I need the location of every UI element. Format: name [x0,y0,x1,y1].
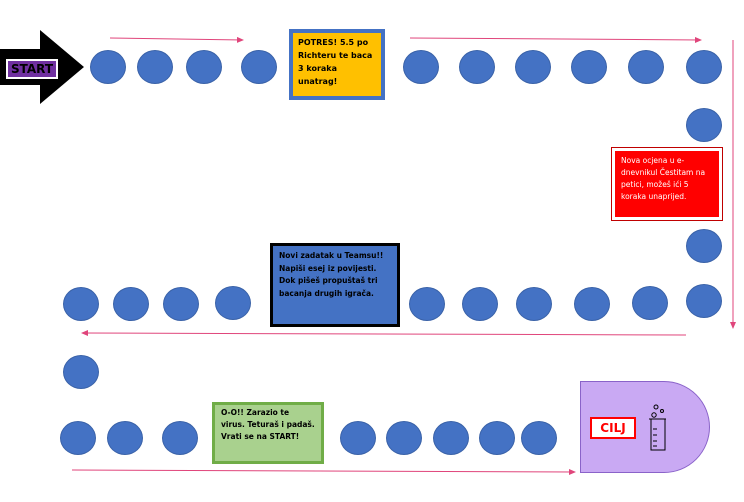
board-field[interactable] [462,287,498,321]
board-field[interactable] [186,50,222,84]
board-field[interactable] [574,287,610,321]
finish-label: CILJ [590,417,636,439]
earthquake-card: POTRES! 5.5 po Richteru te baca 3 koraka… [289,29,385,100]
board-field[interactable] [162,421,198,455]
board-field[interactable] [515,50,551,84]
board-field[interactable] [340,421,376,455]
grade-card: Nova ocjena u e-dnevnikul Čestitam na pe… [611,147,723,221]
board-field[interactable] [63,287,99,321]
board-field[interactable] [459,50,495,84]
board-field[interactable] [686,229,722,263]
board-field[interactable] [628,50,664,84]
board-field[interactable] [241,50,277,84]
teams-card: Novi zadatak u Teamsu!! Napiši esej iz p… [270,243,400,327]
board-field[interactable] [113,287,149,321]
path-arrow-icon [109,36,244,43]
board-field[interactable] [686,50,722,84]
board-field[interactable] [521,421,557,455]
start-label: START [6,59,58,79]
board-field[interactable] [107,421,143,455]
board-field[interactable] [403,50,439,84]
board-field[interactable] [632,286,668,320]
board-field[interactable] [163,287,199,321]
board-field[interactable] [386,421,422,455]
path-arrow-icon [71,468,576,475]
board-field[interactable] [63,355,99,389]
path-arrow-icon [409,36,702,43]
board-field[interactable] [215,286,251,320]
board-field[interactable] [433,421,469,455]
path-arrow-icon [81,330,687,337]
virus-card: O-O!! Zarazio te virus. Teturaš i padaš.… [212,402,324,464]
beaker-icon [649,404,666,451]
board-field[interactable] [516,287,552,321]
board-field[interactable] [60,421,96,455]
board-field[interactable] [479,421,515,455]
board-field[interactable] [137,50,173,84]
board-field[interactable] [686,108,722,142]
board-field[interactable] [571,50,607,84]
board-field[interactable] [90,50,126,84]
board-field[interactable] [686,284,722,318]
board-field[interactable] [409,287,445,321]
